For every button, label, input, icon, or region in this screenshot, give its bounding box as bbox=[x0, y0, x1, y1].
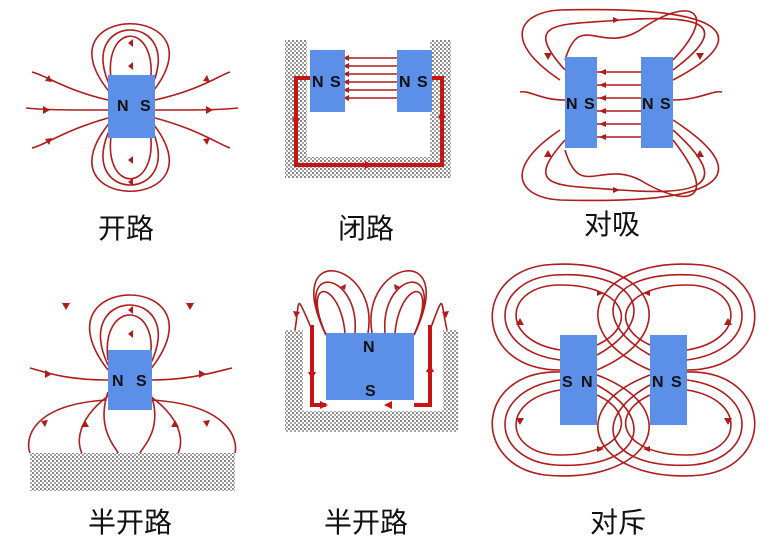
pole-label: S bbox=[140, 98, 151, 115]
pole-label: S bbox=[584, 96, 595, 113]
magnet bbox=[108, 350, 152, 410]
panel-caption: 闭路 bbox=[338, 212, 394, 245]
pole-label: S bbox=[417, 74, 428, 91]
field-lines bbox=[293, 270, 449, 409]
pole-label: N bbox=[363, 339, 375, 356]
panel-caption: 对吸 bbox=[584, 208, 640, 241]
pole-label: N bbox=[117, 98, 129, 115]
field-lines bbox=[25, 22, 239, 193]
pole-label: N bbox=[112, 373, 124, 390]
panel-caption: 对斥 bbox=[590, 506, 646, 539]
panel-caption: 开路 bbox=[98, 212, 154, 245]
pole-label: N bbox=[652, 374, 664, 391]
pole-label: S bbox=[660, 96, 671, 113]
panel-half-open-plate: N S 半开路 bbox=[27, 294, 237, 539]
panel-repulsion: S N N S 对斥 bbox=[491, 263, 756, 539]
panel-half-open-cup: N S 半开路 bbox=[285, 270, 458, 539]
field-lines bbox=[519, 8, 723, 202]
pole-label: S bbox=[330, 74, 341, 91]
panel-attraction: N S N S 对吸 bbox=[519, 8, 723, 241]
pole-label: N bbox=[581, 374, 593, 391]
magnet bbox=[310, 50, 345, 112]
panel-caption: 半开路 bbox=[88, 506, 172, 539]
field-lines bbox=[27, 294, 237, 454]
pole-label: S bbox=[671, 374, 682, 391]
magnet bbox=[326, 333, 414, 400]
steel-plate bbox=[30, 453, 235, 491]
magnet bbox=[650, 335, 687, 425]
magnet bbox=[560, 335, 597, 425]
steel-cup bbox=[285, 330, 458, 432]
field-lines bbox=[491, 263, 756, 477]
magnet bbox=[641, 57, 673, 148]
magnet bbox=[565, 57, 597, 148]
pole-label: N bbox=[566, 96, 578, 113]
pole-label: S bbox=[365, 383, 376, 400]
pole-label: N bbox=[399, 74, 411, 91]
magnet bbox=[108, 75, 155, 138]
pole-label: N bbox=[642, 96, 654, 113]
magnet bbox=[397, 50, 432, 112]
panel-open-circuit: N S 开路 bbox=[25, 22, 239, 245]
panel-caption: 半开路 bbox=[324, 506, 408, 539]
pole-label: S bbox=[562, 374, 573, 391]
pole-label: S bbox=[136, 373, 147, 390]
pole-label: N bbox=[312, 74, 324, 91]
panel-closed-circuit: N S N S 闭路 bbox=[285, 40, 451, 245]
